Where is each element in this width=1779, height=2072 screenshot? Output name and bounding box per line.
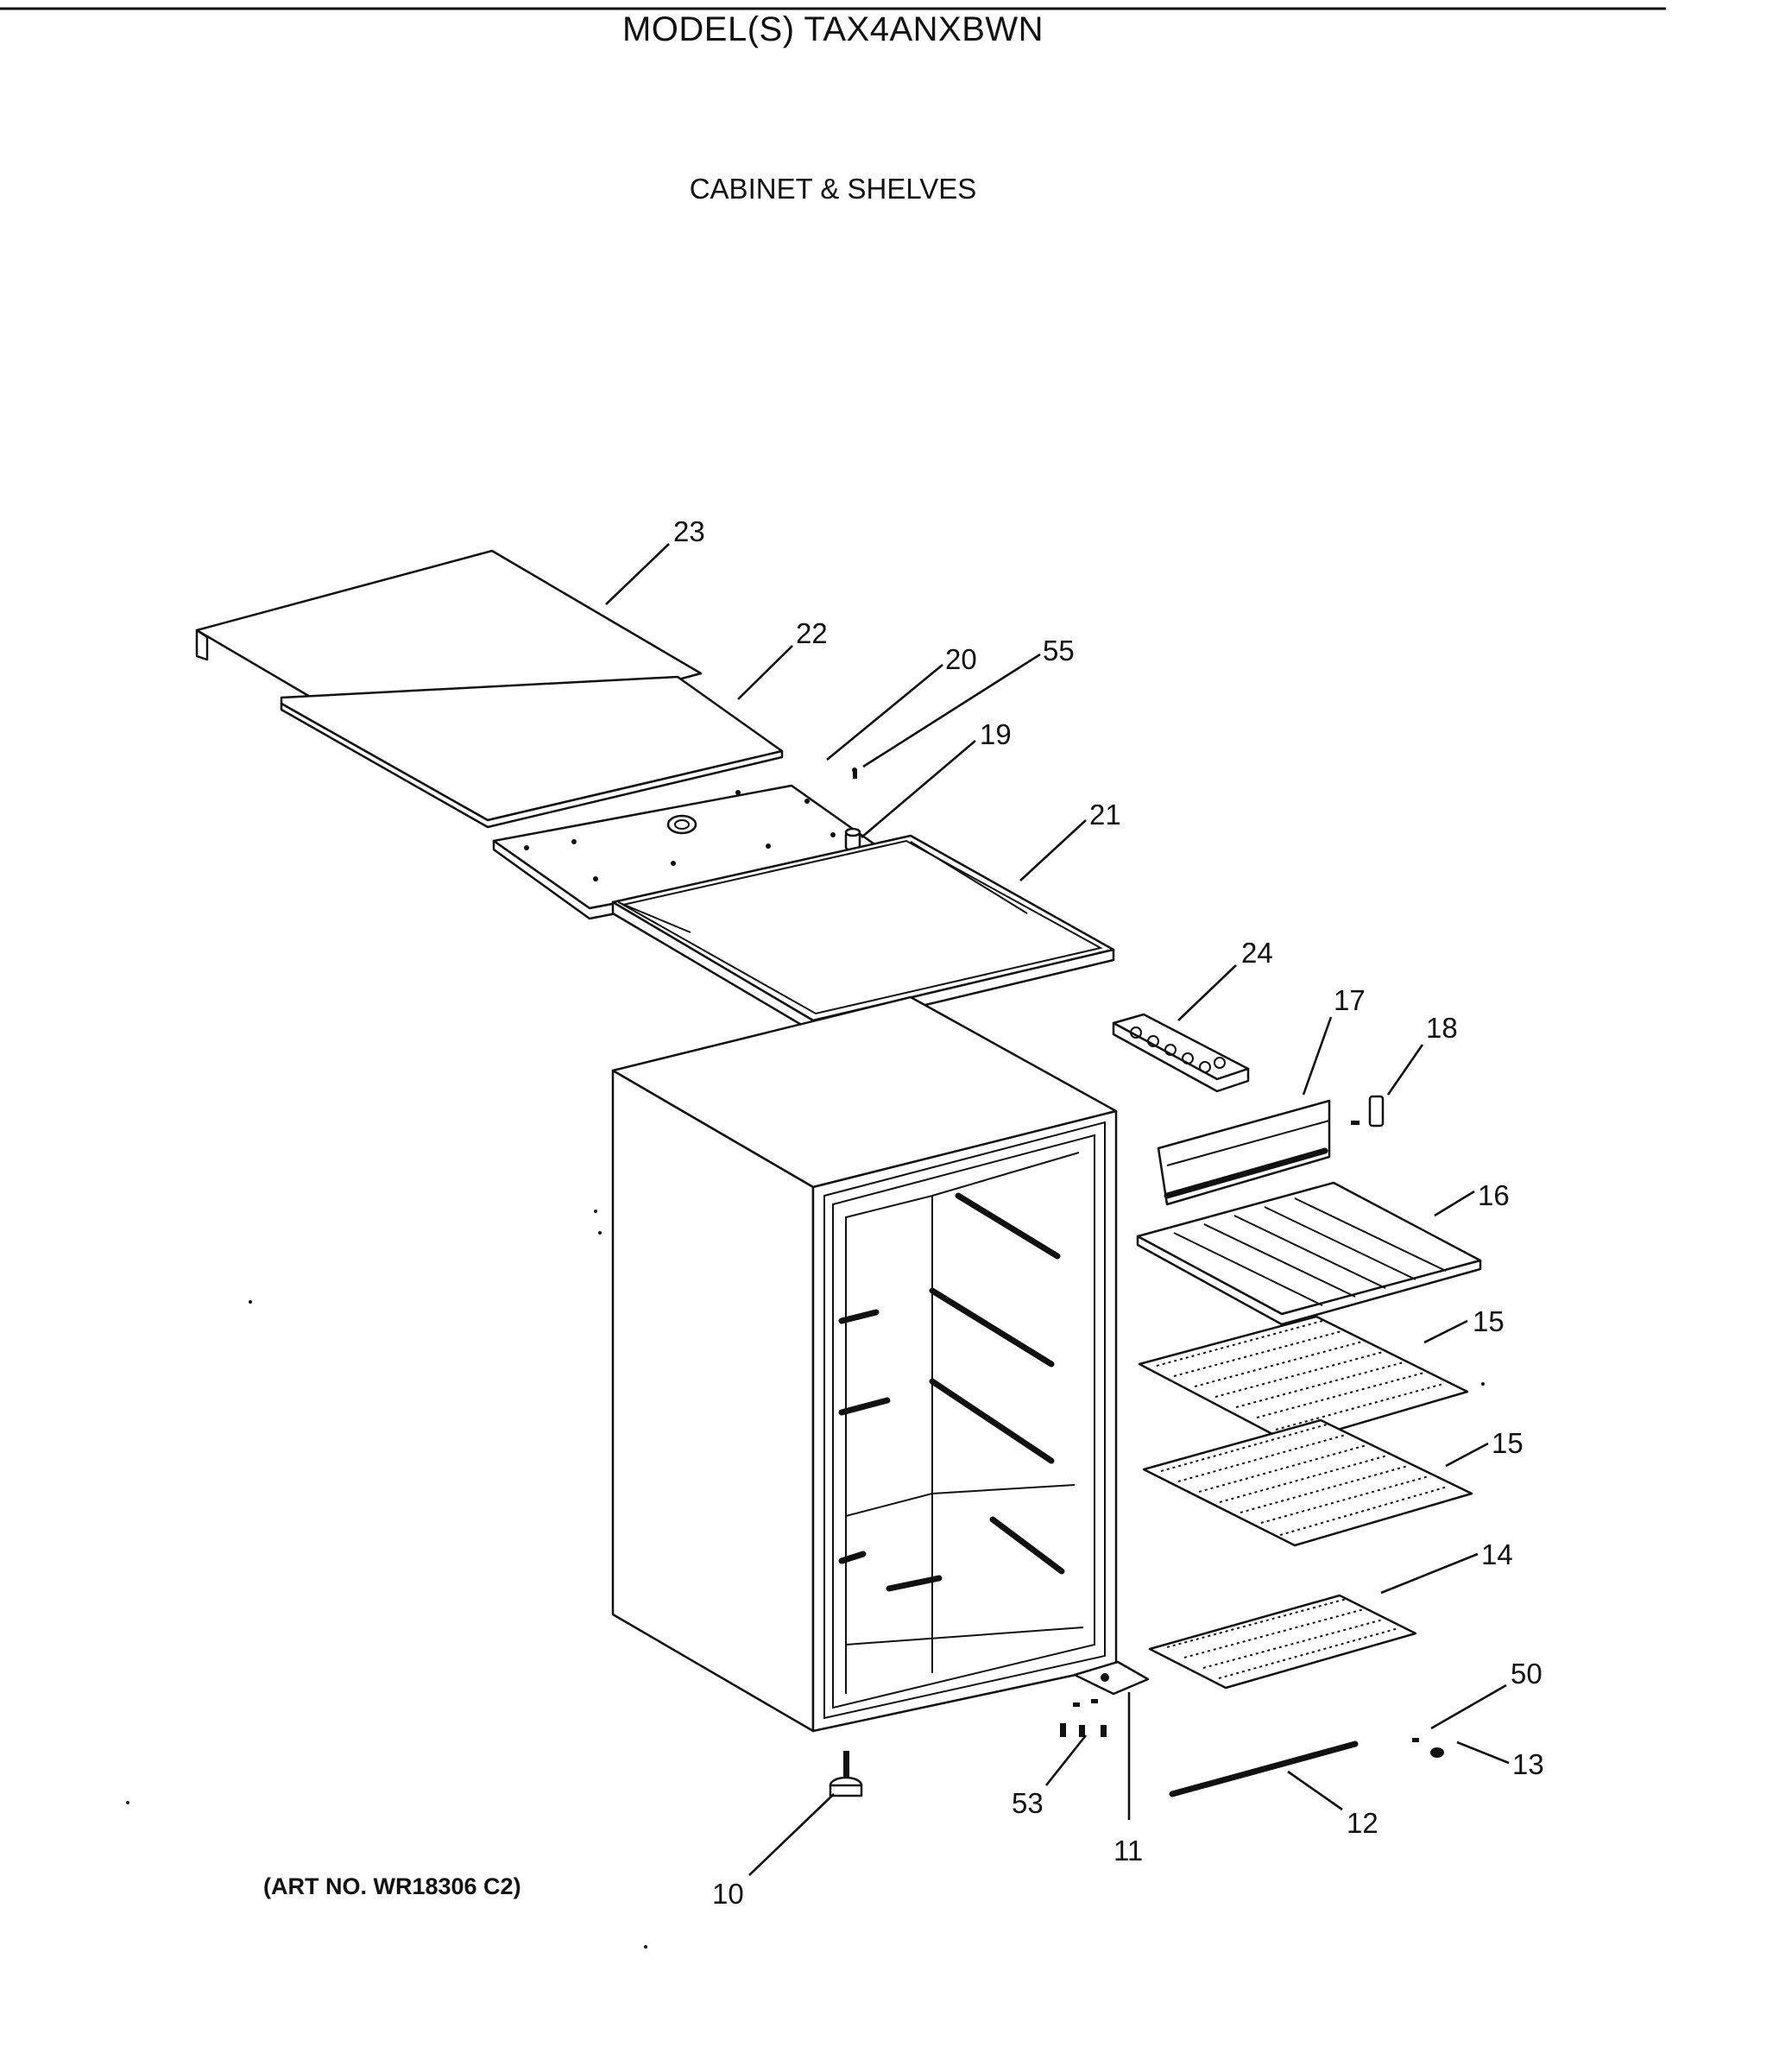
callout-19: 19: [980, 718, 1012, 750]
thermostat-knob-part: [844, 827, 861, 851]
callout-50: 50: [1511, 1658, 1542, 1690]
callout-15-lower: 15: [1492, 1427, 1524, 1459]
leveling-leg-part: [829, 1751, 863, 1797]
callout-21: 21: [1089, 799, 1121, 831]
small-screw-part: [1412, 1738, 1419, 1742]
model-title: MODEL(S) TAX4ANXBWN: [621, 10, 1044, 48]
callout-14: 14: [1481, 1538, 1513, 1570]
section-title: CABINET & SHELVES: [689, 173, 977, 205]
leader-55: [862, 653, 1041, 768]
rail-bracket-part: [1351, 1095, 1385, 1128]
leader-24: [1177, 964, 1237, 1021]
callout-15-upper: 15: [1473, 1305, 1505, 1337]
leader-10: [748, 1793, 835, 1876]
callout-10: 10: [712, 1878, 744, 1910]
speck: [594, 1210, 597, 1213]
art-number-label: (ART NO. WR18306 C2): [263, 1873, 521, 1899]
shelf-front-rail-part: [1157, 1099, 1331, 1206]
callout-12: 12: [1347, 1807, 1378, 1839]
wire-shelf-upper-part: [1138, 1315, 1469, 1445]
callout-11: 11: [1113, 1835, 1143, 1867]
leader-13: [1456, 1740, 1510, 1765]
speck: [644, 1945, 647, 1949]
speck: [126, 1801, 129, 1804]
callout-numbers: 23 22 20 55 19 21 24 17 18 16 15 15 14 5…: [673, 515, 1544, 1910]
top-screw-part: [852, 768, 857, 779]
cap-plug-part: [1430, 1747, 1444, 1758]
leader-22: [737, 645, 793, 700]
leader-15-upper: [1423, 1319, 1468, 1344]
speck: [249, 1300, 252, 1304]
leader-17: [1302, 1016, 1333, 1096]
leader-lines: [605, 543, 1510, 1876]
speck: [598, 1231, 602, 1235]
leader-12: [1287, 1770, 1343, 1811]
callout-23: 23: [673, 515, 705, 547]
top-insulation-board-part: [280, 675, 784, 829]
callout-22: 22: [796, 617, 828, 649]
leader-14: [1380, 1552, 1479, 1595]
callout-18: 18: [1426, 1012, 1458, 1044]
leader-50: [1430, 1684, 1507, 1730]
leader-53: [1044, 1734, 1088, 1786]
callout-17: 17: [1334, 984, 1366, 1016]
leader-20: [826, 663, 943, 761]
callout-13: 13: [1512, 1748, 1544, 1780]
leader-15-lower: [1445, 1442, 1489, 1468]
callout-16: 16: [1478, 1179, 1510, 1211]
callout-53: 53: [1012, 1787, 1044, 1819]
leader-19: [861, 740, 976, 838]
toe-strip-part: [1169, 1740, 1359, 1797]
speck: [1481, 1382, 1485, 1386]
callout-20: 20: [945, 643, 977, 675]
bottom-shelf-part: [1148, 1594, 1417, 1690]
freezer-shelf-part: [1136, 1181, 1482, 1326]
hinge-part: [1060, 1660, 1150, 1737]
leader-18: [1386, 1044, 1424, 1096]
callout-24: 24: [1241, 937, 1273, 969]
ice-tray-part: [1112, 1013, 1250, 1093]
cabinet-body-part: [611, 995, 1118, 1733]
leader-23: [605, 543, 670, 605]
callout-55: 55: [1043, 635, 1075, 666]
top-frame-part: [611, 834, 1115, 1033]
wire-shelf-lower-part: [1142, 1418, 1473, 1547]
leader-16: [1434, 1190, 1475, 1217]
leader-21: [1019, 819, 1087, 881]
